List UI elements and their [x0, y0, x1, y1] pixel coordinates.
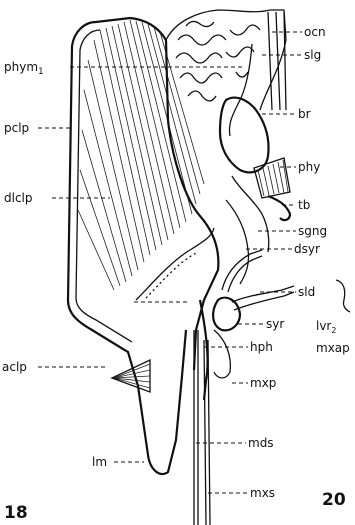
hypopharynx-ridge-2 — [146, 252, 198, 298]
salivary-syringe — [213, 298, 240, 331]
label-sgng: sgng — [298, 224, 327, 238]
salivary-duct — [229, 44, 252, 136]
label-mxap: mxap — [316, 341, 350, 355]
label-slg: slg — [304, 48, 321, 62]
label-dlclp: dlclp — [4, 191, 33, 205]
label-syr: syr — [266, 317, 284, 331]
label-lvr: lvr2 — [316, 319, 336, 335]
label-br: br — [298, 107, 311, 121]
label-ocn: ocn — [304, 25, 326, 39]
bulb — [220, 98, 269, 173]
brain-convolutions — [176, 21, 260, 101]
label-pclp: pclp — [4, 121, 29, 135]
muscle-fibers — [78, 20, 204, 290]
salivary-tube-2 — [234, 292, 294, 310]
salivary-tube-1 — [232, 286, 294, 302]
tentorial-bar — [268, 196, 290, 220]
pharynx-muscle — [254, 158, 290, 198]
label-mds: mds — [248, 436, 274, 450]
label-dsyr: dsyr — [294, 242, 320, 256]
figure-number-left: 18 — [4, 503, 28, 523]
figure-number-right: 20 — [322, 490, 346, 510]
label-aclp: aclp — [2, 360, 27, 374]
subesophageal-ganglion — [232, 176, 269, 252]
label-lm: lm — [92, 455, 107, 469]
label-mxp: mxp — [250, 376, 276, 390]
maxillary-stylet-1 — [204, 340, 206, 525]
label-tb: tb — [298, 198, 310, 212]
label-phy: phy — [298, 160, 320, 174]
label-hph: hph — [250, 340, 273, 354]
label-phym: phym1 — [4, 60, 44, 77]
hypopharynx-ridge — [136, 228, 214, 300]
maxillary-plate — [214, 330, 230, 378]
salivary-tube-3 — [222, 250, 262, 290]
maxillary-stylet-2 — [208, 340, 210, 525]
label-mxs: mxs — [250, 486, 275, 500]
label-sld: sld — [298, 285, 315, 299]
lever-bracket — [336, 280, 350, 312]
ocellar-nerve-1 — [268, 12, 272, 110]
leader-lines — [38, 32, 302, 493]
pharynx-wall — [166, 40, 218, 370]
